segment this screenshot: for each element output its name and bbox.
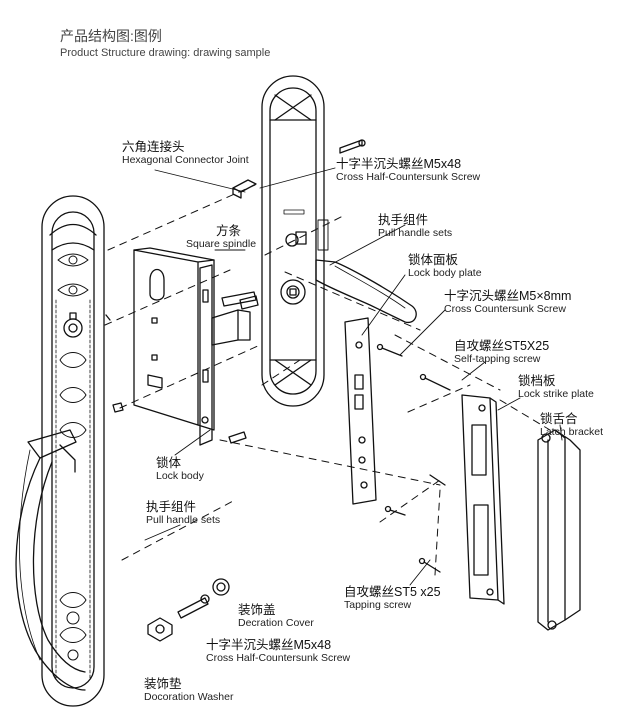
square-spindle-rod bbox=[239, 295, 259, 310]
label-cross-half-top-en: Cross Half-Countersunk Screw bbox=[336, 171, 481, 184]
label-cross-countersunk: 十字沉头螺丝M5×8mm Cross Countersunk Screw bbox=[444, 289, 571, 315]
label-cross-half-bottom-en: Cross Half-Countersunk Screw bbox=[206, 652, 351, 665]
small-screws bbox=[376, 343, 451, 573]
label-latch-bracket-cn: 锁舌合 bbox=[540, 412, 578, 426]
label-pull-handle-bottom: 执手组件 Pull handle sets bbox=[146, 500, 220, 526]
label-latch-bracket-en: Latch bracket bbox=[540, 426, 604, 439]
label-hex-connector-en: Hexagonal Connector Joint bbox=[122, 154, 249, 167]
label-cross-half-bottom-cn: 十字半沉头螺丝M5x48 bbox=[206, 638, 332, 652]
label-cross-countersunk-cn: 十字沉头螺丝M5×8mm bbox=[444, 289, 572, 303]
label-pull-handle-top-en: Pull handle sets bbox=[378, 227, 453, 240]
label-square-spindle-en: Square spindle bbox=[186, 238, 257, 251]
left-pull-handle bbox=[15, 429, 86, 691]
latch-bracket bbox=[537, 429, 581, 631]
back-plate bbox=[261, 75, 329, 407]
label-lock-body-cn: 锁体 bbox=[156, 456, 182, 470]
decoration-washer bbox=[147, 617, 173, 642]
label-tapping-screw-en: Tapping screw bbox=[344, 599, 412, 612]
decoration-cover bbox=[212, 578, 230, 596]
label-cross-half-top: 十字半沉头螺丝M5x48 Cross Half-Countersunk Scre… bbox=[336, 157, 480, 183]
label-lock-body-en: Lock body bbox=[156, 470, 204, 483]
label-lock-strike: 锁档板 Lock strike plate bbox=[518, 374, 594, 400]
label-self-tapping-en: Self-tapping screw bbox=[454, 353, 541, 366]
ornament-pattern bbox=[57, 253, 89, 661]
label-lock-body-plate-cn: 锁体面板 bbox=[408, 253, 459, 267]
screw-bottom bbox=[177, 594, 210, 619]
label-pull-handle-bottom-en: Pull handle sets bbox=[146, 514, 221, 527]
lock-body-plate bbox=[344, 317, 377, 505]
right-pull-handle bbox=[315, 259, 417, 324]
label-decoration-washer-en: Docoration Washer bbox=[144, 691, 234, 704]
lock-body bbox=[133, 247, 257, 446]
label-self-tapping-cn: 自攻螺丝ST5X25 bbox=[454, 339, 550, 353]
label-decoration-washer-cn: 装饰垫 bbox=[144, 677, 182, 691]
label-hex-connector-cn: 六角连接头 bbox=[122, 140, 185, 154]
label-cross-half-top-cn: 十字半沉头螺丝M5x48 bbox=[336, 157, 462, 171]
label-decoration-cover-en: Decration Cover bbox=[238, 617, 314, 630]
label-lock-body: 锁体 Lock body bbox=[156, 456, 204, 482]
loose-parts bbox=[105, 314, 247, 444]
label-pull-handle-top-cn: 执手组件 bbox=[378, 213, 429, 227]
label-tapping-screw: 自攻螺丝ST5 x25 Tapping screw bbox=[344, 585, 441, 611]
label-tapping-screw-cn: 自攻螺丝ST5 x25 bbox=[344, 585, 441, 599]
label-cross-half-bottom: 十字半沉头螺丝M5x48 Cross Half-Countersunk Scre… bbox=[206, 638, 350, 664]
label-pull-handle-bottom-cn: 执手组件 bbox=[146, 500, 197, 514]
label-square-spindle-cn: 方条 bbox=[216, 224, 242, 238]
label-square-spindle: 方条 Square spindle bbox=[186, 224, 256, 250]
label-cross-countersunk-en: Cross Countersunk Screw bbox=[444, 303, 566, 316]
chain-border bbox=[55, 299, 91, 681]
label-lock-body-plate-en: Lock body plate bbox=[408, 267, 482, 280]
label-pull-handle-top: 执手组件 Pull handle sets bbox=[378, 213, 452, 239]
header-title-en: Product Structure drawing: drawing sampl… bbox=[60, 47, 271, 59]
label-lock-body-plate: 锁体面板 Lock body plate bbox=[408, 253, 482, 279]
label-lock-strike-cn: 锁档板 bbox=[518, 374, 556, 388]
leader-lines bbox=[144, 167, 563, 586]
lock-strike-plate bbox=[461, 394, 505, 605]
hex-connector-piece bbox=[232, 179, 257, 199]
label-decoration-washer: 装饰垫 Docoration Washer bbox=[144, 677, 233, 703]
left-handle-panel bbox=[41, 195, 105, 707]
label-latch-bracket: 锁舌合 Latch bracket bbox=[540, 412, 603, 438]
label-hex-connector: 六角连接头 Hexagonal Connector Joint bbox=[122, 140, 249, 166]
label-self-tapping: 自攻螺丝ST5X25 Self-tapping screw bbox=[454, 339, 549, 365]
label-decoration-cover-cn: 装饰盖 bbox=[238, 603, 276, 617]
header-title-cn: 产品结构图:图例 bbox=[60, 28, 162, 44]
label-lock-strike-en: Lock strike plate bbox=[518, 388, 594, 401]
assembly-guide-lines bbox=[104, 184, 551, 576]
label-decoration-cover: 装饰盖 Decration Cover bbox=[238, 603, 314, 629]
screw-top bbox=[339, 139, 366, 154]
